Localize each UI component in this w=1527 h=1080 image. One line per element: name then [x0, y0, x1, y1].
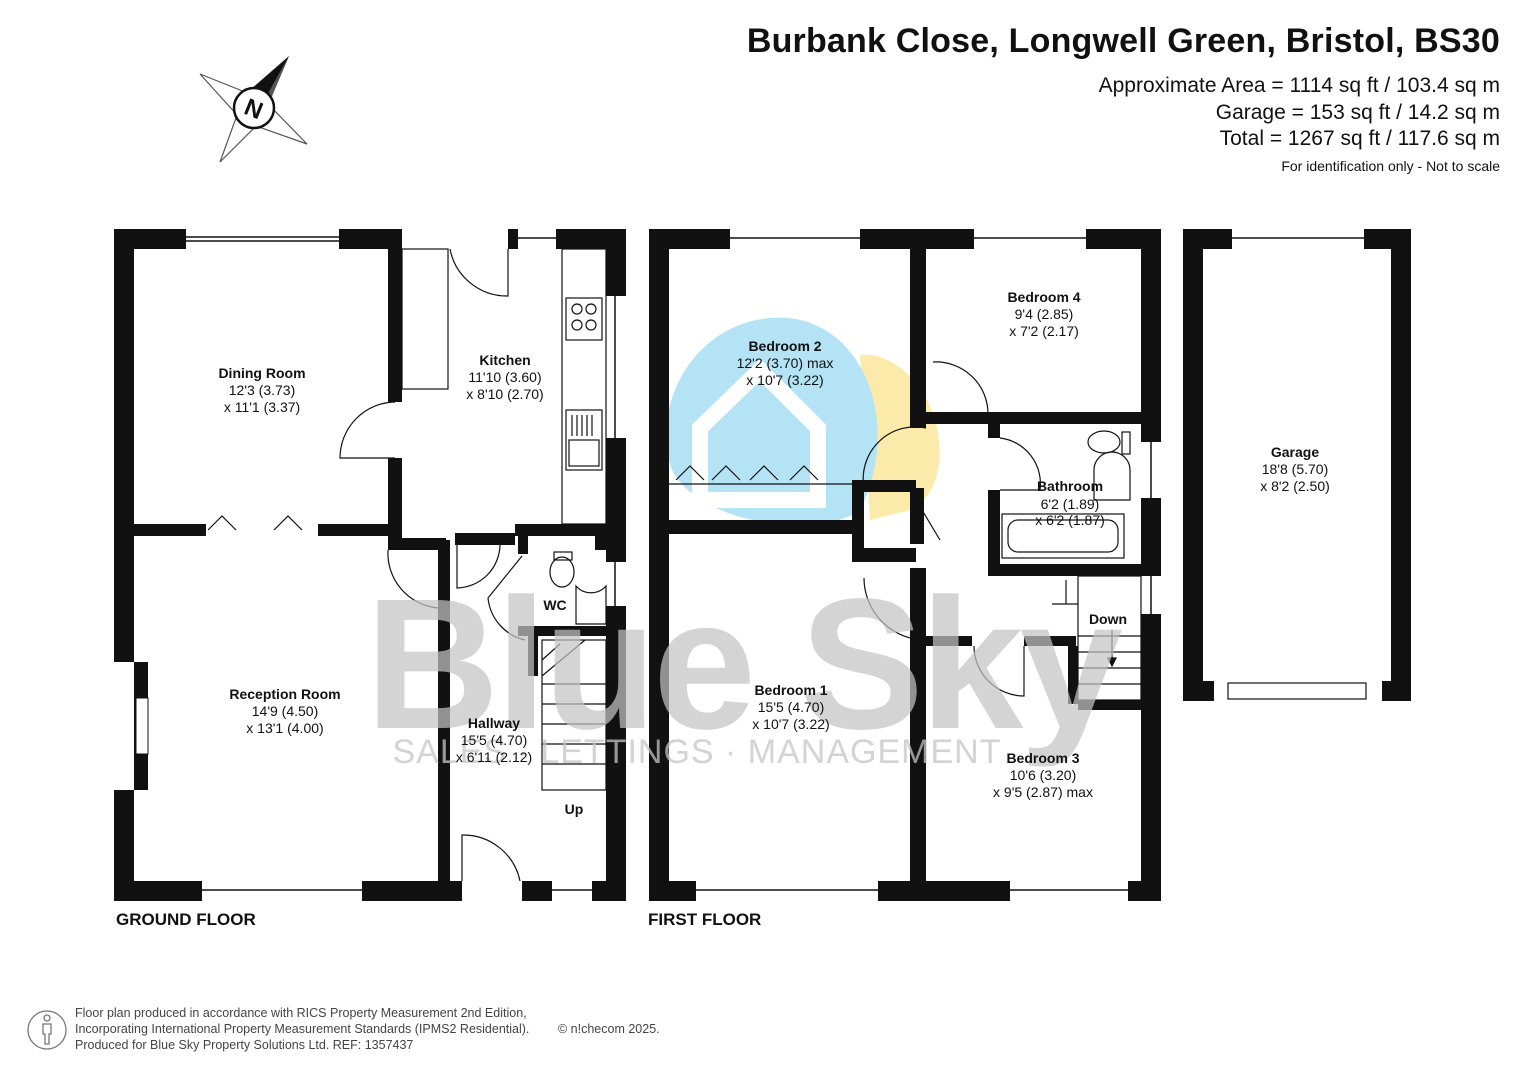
- bathroom-name: Bathroom: [1037, 478, 1103, 494]
- wc-name: WC: [543, 597, 566, 613]
- compass-icon: N: [199, 56, 308, 163]
- dining-room-dim2: x 11'1 (3.37): [224, 399, 300, 415]
- reception-room-dim2: x 13'1 (4.00): [246, 720, 323, 736]
- kitchen-name: Kitchen: [479, 352, 530, 368]
- watermark-brand: Blue Sky: [365, 561, 1122, 768]
- bedroom-2-name: Bedroom 2: [748, 338, 821, 354]
- dining-room-dim1: 12'3 (3.73): [229, 382, 296, 398]
- first-floor-openings: [696, 229, 1161, 901]
- bedroom-3-dim2: x 9'5 (2.87) max: [993, 784, 1093, 800]
- reception-room-dim1: 14'9 (4.50): [252, 703, 319, 719]
- hallway-dim2: x 6'11 (2.12): [456, 749, 532, 765]
- dining-room-name: Dining Room: [218, 365, 305, 381]
- footer-line-3: Produced for Blue Sky Property Solutions…: [75, 1038, 414, 1052]
- ground-floor-fixtures: [207, 248, 607, 882]
- ground-floor-openings: [114, 229, 626, 901]
- total-area: Total = 1267 sq ft / 117.6 sq m: [1219, 127, 1500, 150]
- bedroom-1-name: Bedroom 1: [754, 682, 827, 698]
- kitchen-dim1: 11'10 (3.60): [468, 369, 541, 385]
- garage-dim1: 18'8 (5.70): [1262, 461, 1329, 477]
- scale-note: For identification only - Not to scale: [1281, 158, 1500, 174]
- bedroom-3-name: Bedroom 3: [1006, 750, 1079, 766]
- stairs-up-label: Up: [565, 801, 584, 817]
- bathroom-dim1: 6'2 (1.89): [1041, 496, 1100, 512]
- bedroom-3-dim1: 10'6 (3.20): [1010, 767, 1077, 783]
- bedroom-4-dim1: 9'4 (2.85): [1015, 306, 1074, 322]
- hallway-dim1: 15'5 (4.70): [461, 732, 528, 748]
- garage-name: Garage: [1271, 444, 1319, 460]
- hallway-name: Hallway: [468, 715, 520, 731]
- bedroom-2-dim2: x 10'7 (3.22): [746, 372, 823, 388]
- garage-openings: [1214, 229, 1382, 701]
- bathroom-dim2: x 6'2 (1.87): [1035, 512, 1105, 528]
- bedroom-2-dim1: 12'2 (3.70) max: [737, 355, 834, 371]
- ground-floor-title: GROUND FLOOR: [116, 910, 256, 929]
- footer-line-2: Incorporating International Property Mea…: [75, 1022, 530, 1036]
- stairs-down-label: Down: [1089, 611, 1127, 627]
- watermark-text: Blue Sky SALES · LETTINGS · MANAGEMENT: [365, 561, 1126, 771]
- first-floor-title: FIRST FLOOR: [648, 910, 761, 929]
- bedroom-1-dim1: 15'5 (4.70): [758, 699, 825, 715]
- bedroom-4-name: Bedroom 4: [1007, 289, 1080, 305]
- garage-dim2: x 8'2 (2.50): [1260, 478, 1330, 494]
- garage-area: Garage = 153 sq ft / 14.2 sq m: [1215, 101, 1500, 124]
- footer-copyright: © n!checom 2025.: [558, 1022, 660, 1036]
- footer-line-1: Floor plan produced in accordance with R…: [75, 1006, 527, 1020]
- first-floor-fixtures: [669, 361, 1142, 701]
- approximate-area: Approximate Area = 1114 sq ft / 103.4 sq…: [1098, 74, 1500, 97]
- kitchen-dim2: x 8'10 (2.70): [466, 386, 543, 402]
- watermark-tagline: SALES · LETTINGS · MANAGEMENT: [393, 733, 1002, 771]
- bedroom-4-dim2: x 7'2 (2.17): [1009, 323, 1079, 339]
- reception-room-name: Reception Room: [229, 686, 340, 702]
- property-address: Burbank Close, Longwell Green, Bristol, …: [746, 22, 1500, 60]
- person-icon: [27, 1010, 67, 1050]
- bedroom-1-dim2: x 10'7 (3.22): [752, 716, 829, 732]
